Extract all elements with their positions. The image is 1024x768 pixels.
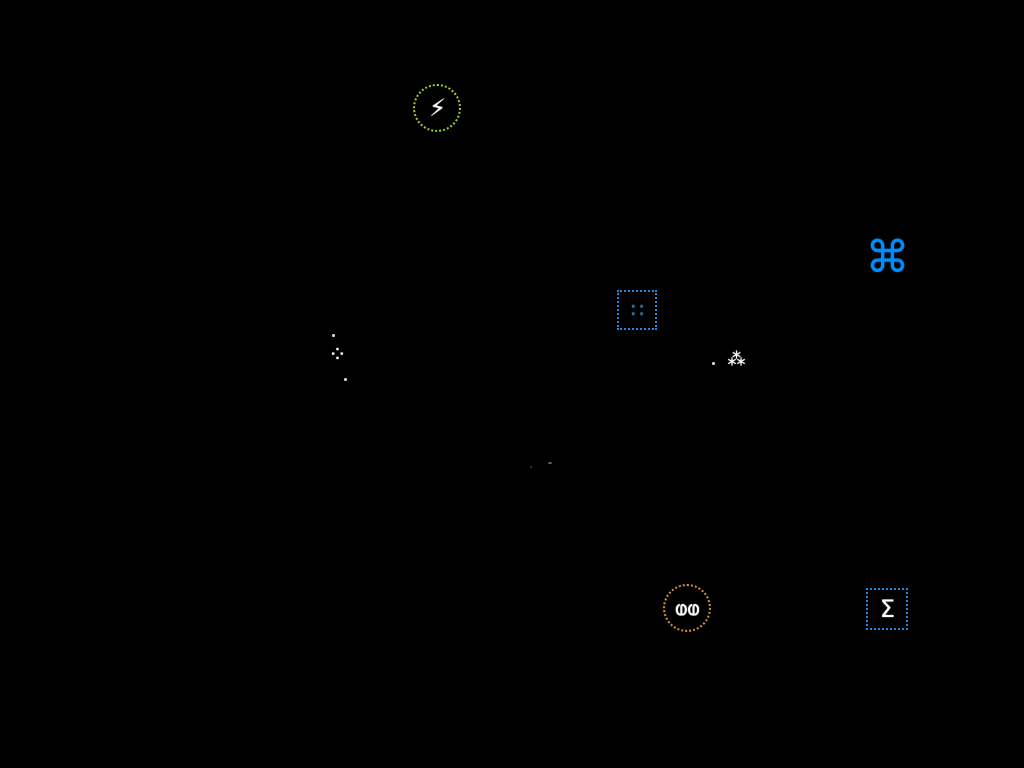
- blue-crate[interactable]: ∷: [617, 290, 657, 330]
- sprite-icon: ⁂: [727, 349, 746, 370]
- command-key-icon: ⌘: [865, 232, 910, 283]
- sprite-spark: [344, 378, 347, 381]
- stray-particle: [530, 466, 532, 468]
- white-sprite-right[interactable]: ⁂: [716, 344, 756, 376]
- sprite-spark: [332, 334, 335, 337]
- command-node[interactable]: ⌘: [862, 234, 912, 282]
- sigma-box[interactable]: Σ: [866, 588, 908, 630]
- stray-particle: [548, 462, 552, 464]
- grid-crate-icon: ∷: [631, 298, 644, 322]
- lightning-orb[interactable]: ⚡: [413, 84, 461, 132]
- lightning-icon: ⚡: [429, 94, 446, 122]
- sprite-icon: ⁘: [328, 343, 346, 368]
- white-sprite-left[interactable]: ⁘: [314, 338, 360, 374]
- walker-pair-icon: ⱷⱷ: [674, 596, 700, 620]
- sigma-icon: Σ: [879, 595, 895, 623]
- sprite-spark: [712, 362, 715, 365]
- twin-walker-orb[interactable]: ⱷⱷ: [663, 584, 711, 632]
